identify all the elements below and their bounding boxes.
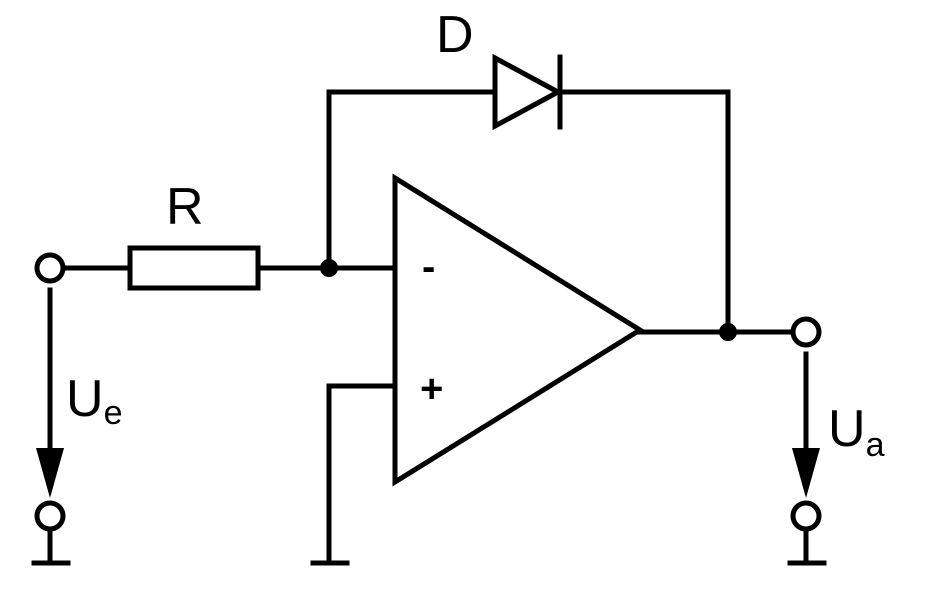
output-terminal xyxy=(790,316,822,348)
junction-dot-input xyxy=(320,259,338,277)
input-branch xyxy=(34,245,398,291)
feedback-wire-right xyxy=(557,89,731,335)
noninverting-input-sign: + xyxy=(420,367,443,411)
output-voltage-main: U xyxy=(828,400,866,458)
input-voltage-subscript: e xyxy=(104,394,123,432)
op-amp-triangle xyxy=(392,173,645,487)
output-voltage-label: Ua xyxy=(828,400,885,464)
output-ground-terminal xyxy=(790,500,822,532)
input-ground-terminal xyxy=(34,500,66,532)
input-terminal xyxy=(34,252,66,284)
noninverting-ground-branch xyxy=(310,383,398,566)
inverting-input-sign: - xyxy=(422,245,435,289)
diode-d xyxy=(492,53,564,131)
diode-label: D xyxy=(436,6,474,64)
output-voltage-subscript: a xyxy=(866,426,885,464)
noninverting-wire xyxy=(326,383,398,566)
input-voltage-arrow xyxy=(31,287,71,566)
input-arrow-head xyxy=(36,448,64,498)
resistor-label: R xyxy=(166,178,204,236)
feedback-wire-left xyxy=(326,89,498,271)
output-voltage-arrow xyxy=(787,351,827,566)
output-arrow-head xyxy=(792,448,820,498)
op-amp xyxy=(392,173,645,487)
resistor-r xyxy=(127,245,261,291)
junction-dot-output xyxy=(719,323,737,341)
output-branch xyxy=(637,316,822,348)
input-voltage-main: U xyxy=(66,370,104,428)
input-voltage-label: Ue xyxy=(66,370,122,432)
diode-triangle xyxy=(492,53,564,131)
feedback-loop xyxy=(326,53,731,335)
